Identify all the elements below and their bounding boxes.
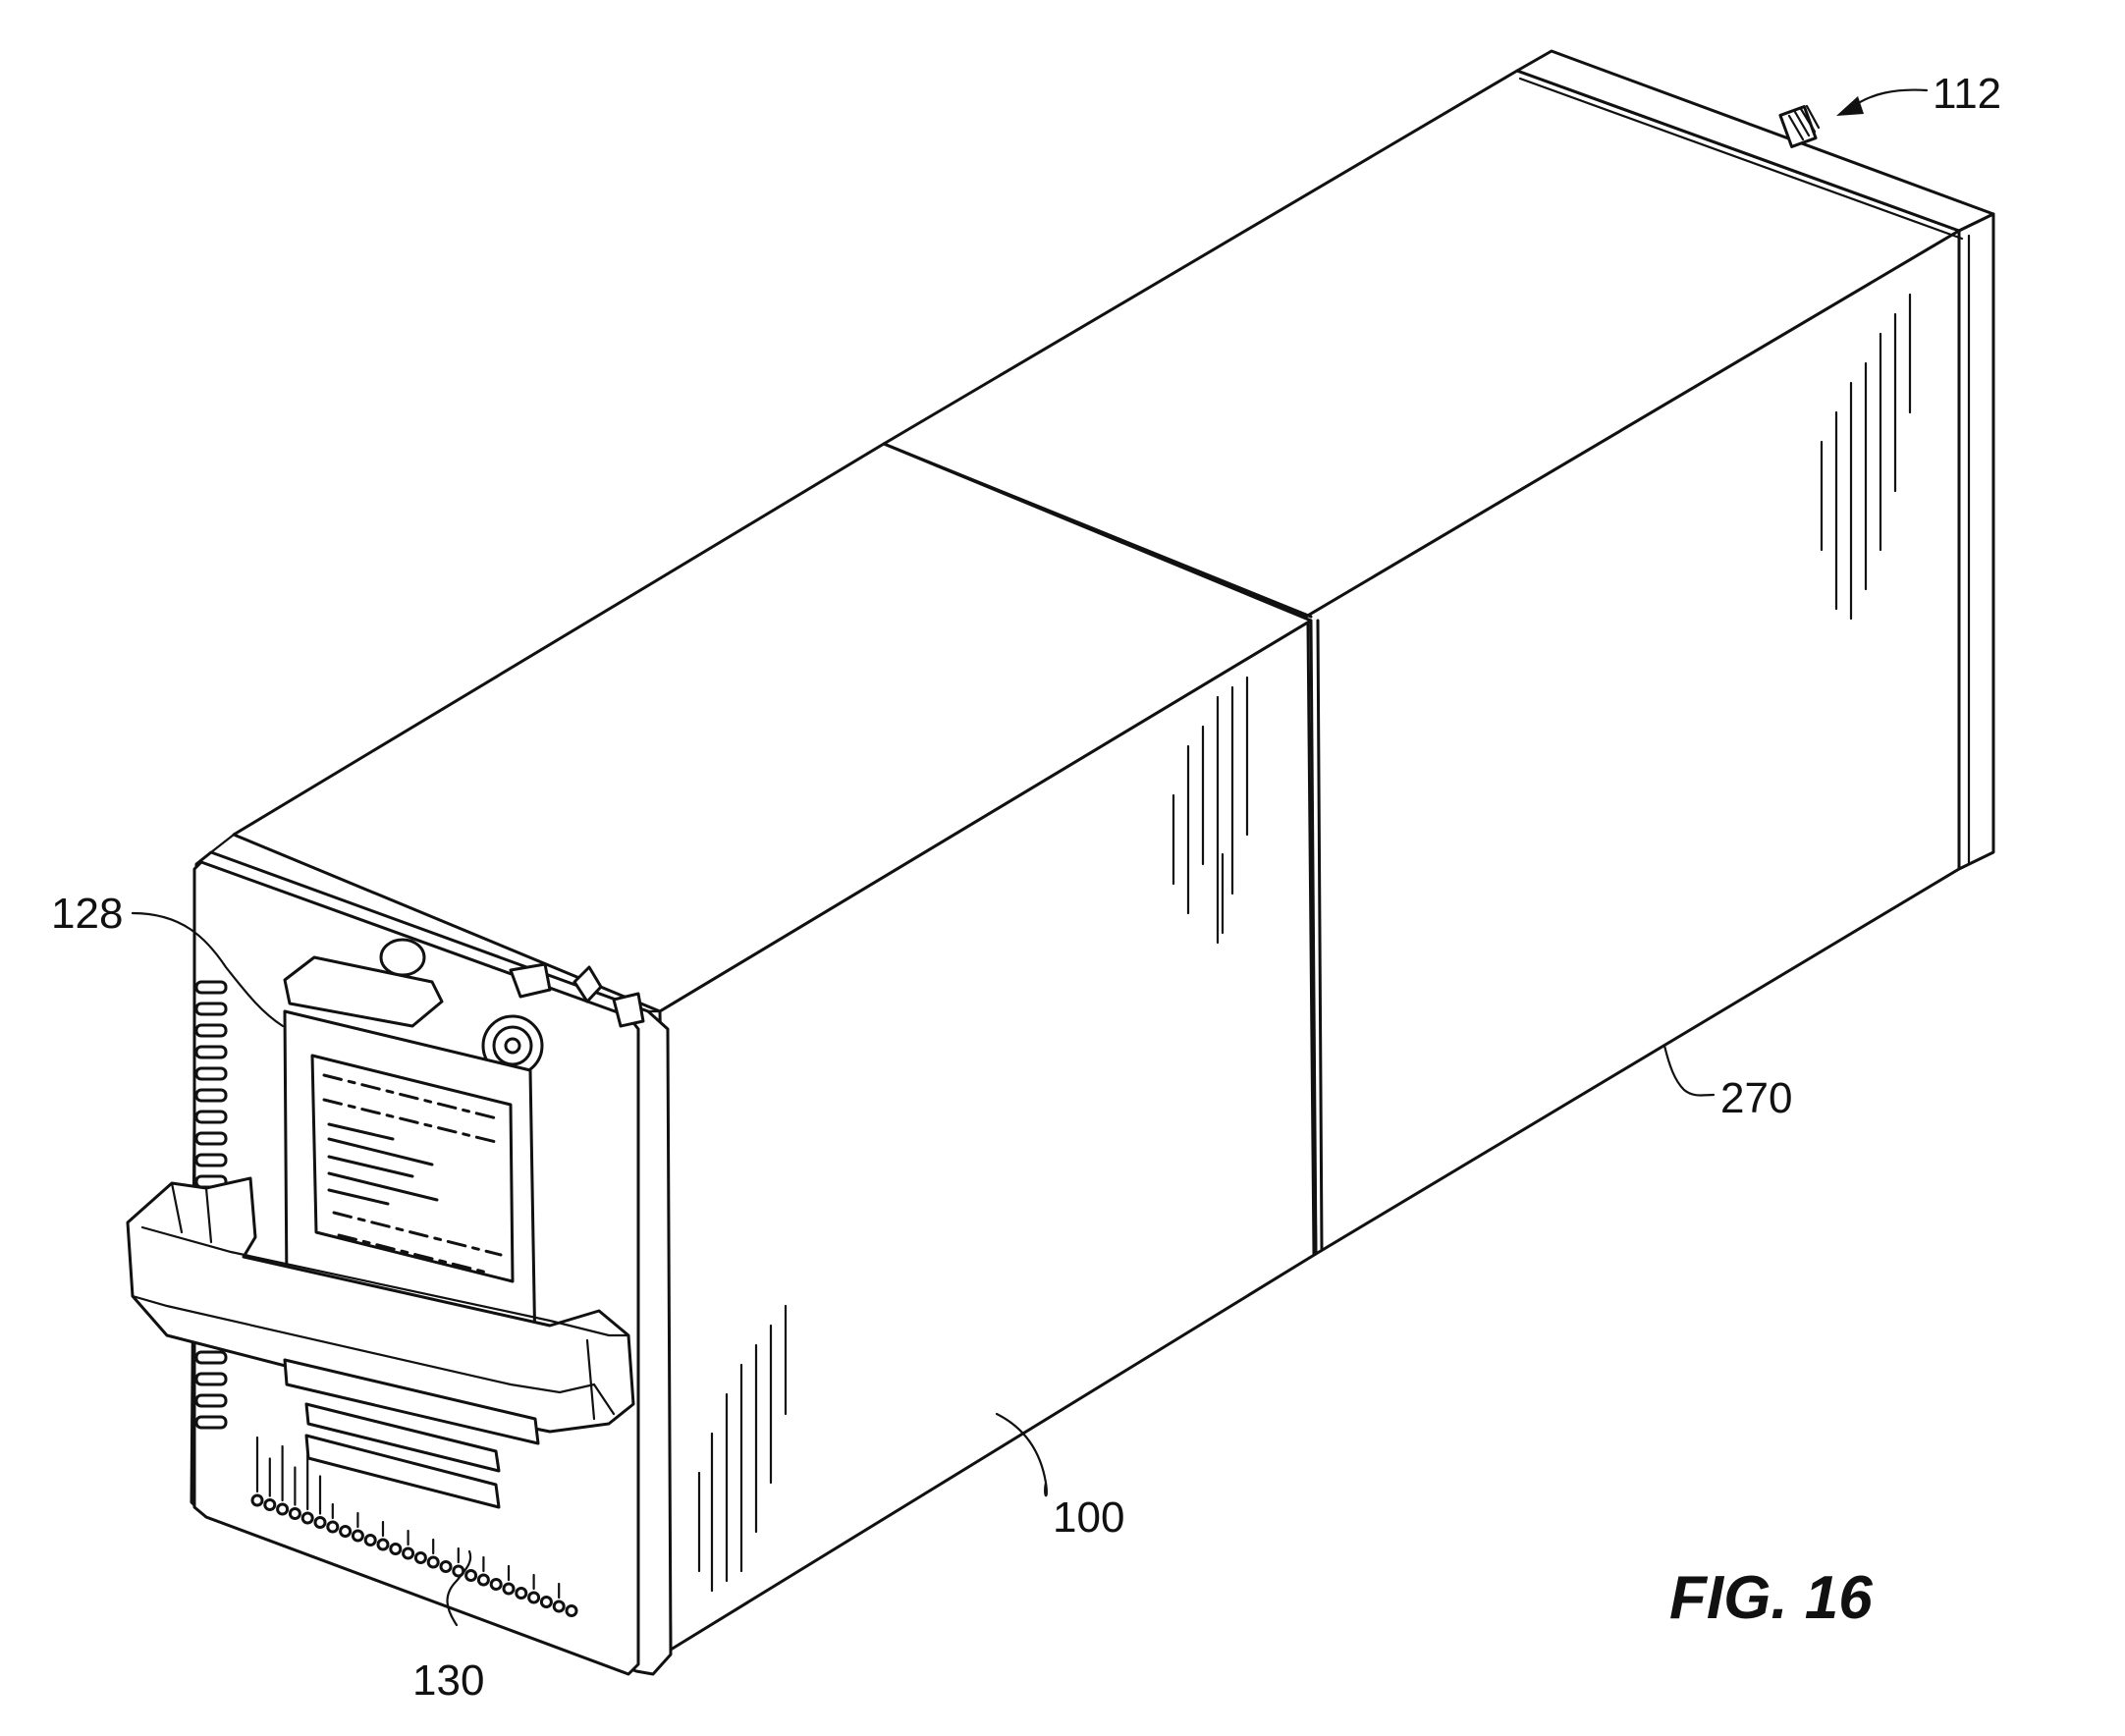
display-text-line (327, 1155, 414, 1178)
connector-pin-hole (313, 1516, 327, 1529)
connector-pin-hole (439, 1560, 453, 1573)
rear-end-cap (1515, 49, 1995, 871)
top-latch (283, 938, 444, 1028)
label-270: 270 (1720, 1074, 1792, 1122)
vent-slot (194, 1023, 228, 1038)
arrow-key-icon[interactable] (509, 962, 645, 1028)
vent-slot (194, 1393, 228, 1408)
label-112: 112 (1933, 70, 2001, 118)
connector-pin-hole (426, 1555, 440, 1569)
display-text-line (327, 1137, 434, 1166)
connector-pin-hole (515, 1587, 528, 1600)
connector-pin-hole (300, 1511, 314, 1525)
label-130: 130 (412, 1656, 484, 1705)
leader-lines (131, 88, 1929, 1627)
section-seam (1306, 619, 1324, 1257)
connector-pin-hole (288, 1507, 301, 1520)
display-module (283, 1009, 537, 1357)
display-text-line (337, 1233, 493, 1275)
connector-pin-hole (565, 1604, 578, 1617)
connector-pin-row (250, 1436, 578, 1617)
vent-slot (194, 1350, 228, 1365)
connector-pin-hole (489, 1578, 503, 1591)
vent-slot (194, 1415, 228, 1430)
vent-slot (194, 1066, 228, 1081)
label-100: 100 (1053, 1493, 1124, 1542)
vent-slot (194, 1131, 228, 1146)
connector-pin (1778, 104, 1821, 148)
connector-pin-hole (363, 1534, 377, 1546)
carry-handle[interactable] (126, 1176, 635, 1434)
connector-pin-hole (502, 1582, 516, 1596)
display-text-line (327, 1188, 390, 1206)
vent-slot (194, 1372, 228, 1386)
vent-slot (194, 1153, 228, 1167)
vent-slot (194, 1088, 228, 1103)
display-text-line (322, 1098, 498, 1144)
connector-pin-hole (250, 1493, 264, 1507)
connector-pin-hole (402, 1546, 415, 1560)
connector-pin-hole (351, 1529, 364, 1543)
connector-pin-hole (376, 1538, 390, 1551)
vent-slot (194, 1002, 228, 1016)
surface-shading (697, 293, 1912, 1593)
display-text-line (327, 1122, 395, 1141)
lower-slot-panel (283, 1358, 540, 1509)
display-text-line (332, 1211, 503, 1257)
figure-title: FIG. 16 (1669, 1564, 1873, 1632)
vent-slot (194, 1045, 228, 1059)
connector-pin-hole (476, 1573, 490, 1587)
label-128: 128 (51, 890, 123, 938)
display-text-line (327, 1171, 439, 1202)
connector-pin-hole (539, 1596, 553, 1608)
display-text-line (322, 1073, 503, 1121)
connector-pin-hole (552, 1600, 566, 1613)
connector-pin-hole (464, 1569, 478, 1582)
connector-pin-hole (389, 1543, 403, 1555)
display-text-lines (322, 1073, 503, 1275)
connector-pin-hole (339, 1525, 353, 1538)
connector-pin-hole (263, 1498, 277, 1511)
connector-pin-hole (413, 1551, 427, 1564)
round-lock-button[interactable] (481, 1014, 544, 1077)
vent-slot (194, 1110, 228, 1124)
connector-pin-hole (326, 1520, 340, 1534)
connector-pin-hole (527, 1591, 541, 1604)
vent-slot (194, 980, 228, 995)
front-housing-section (232, 442, 1318, 1652)
connector-pin-hole (276, 1502, 290, 1516)
